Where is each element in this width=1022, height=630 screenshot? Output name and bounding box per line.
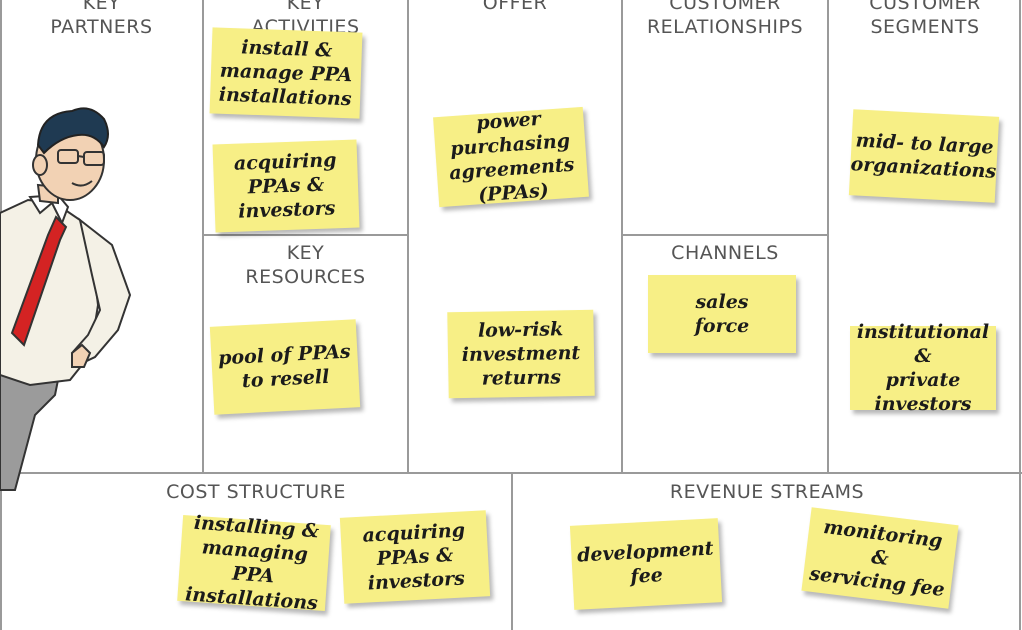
note-text: installing & managing PPA installations xyxy=(184,511,320,615)
sticky-note-sales-force[interactable]: sales force xyxy=(648,275,796,353)
sticky-note-power-purchasing[interactable]: power purchasing agreements (PPAs) xyxy=(433,106,589,208)
sticky-note-acquiring-ppas-cost[interactable]: acquiring PPAs & investors xyxy=(339,510,491,604)
block-title: CUSTOMER RELATIONSHIPS xyxy=(646,0,804,38)
note-text: sales force xyxy=(694,291,750,337)
block-title: CHANNELS xyxy=(671,242,779,264)
note-text: low-risk investment returns xyxy=(461,318,581,390)
cost-structure-block: COST STRUCTURE xyxy=(0,473,512,630)
note-text: power purchasing agreements (PPAs) xyxy=(448,107,576,207)
grid-line xyxy=(827,0,829,473)
grid-line xyxy=(407,0,409,473)
grid-line xyxy=(202,0,204,473)
note-text: acquiring PPAs & investors xyxy=(361,519,466,595)
hair xyxy=(36,107,109,155)
grid-line xyxy=(622,234,828,236)
note-text: monitoring & servicing fee xyxy=(808,515,946,602)
grid-line xyxy=(621,0,623,473)
revenue-streams-block: REVENUE STREAMS xyxy=(512,473,1022,630)
note-text: mid- to large organizations xyxy=(850,129,997,183)
offer-block: OFFER xyxy=(408,0,622,473)
sticky-note-acquiring-ppas[interactable]: acquiring PPAs & investors xyxy=(212,139,360,233)
sticky-note-low-risk[interactable]: low-risk investment returns xyxy=(447,309,595,399)
key-resources-block: KEY RESOURCES xyxy=(203,235,408,473)
sticky-note-monitoring-fee[interactable]: monitoring & servicing fee xyxy=(801,507,959,609)
block-title: CUSTOMER SEGMENTS xyxy=(869,0,981,38)
note-text: install & manage PPA installations xyxy=(218,36,353,111)
customer-segments-block: CUSTOMER SEGMENTS xyxy=(828,0,1022,473)
sticky-note-mid-large-orgs[interactable]: mid- to large organizations xyxy=(848,109,1000,203)
sticky-note-pool-ppas[interactable]: pool of PPAs to resell xyxy=(209,319,361,415)
block-title: REVENUE STREAMS xyxy=(669,481,865,503)
customer-relationships-block: CUSTOMER RELATIONSHIPS xyxy=(622,0,828,235)
hand xyxy=(71,343,92,368)
channels-block: CHANNELS xyxy=(622,235,828,473)
block-title: KEY PARTNERS xyxy=(50,0,153,38)
block-title: COST STRUCTURE xyxy=(166,481,346,503)
key-partners-block: KEY PARTNERS xyxy=(0,0,203,473)
sticky-note-institutional[interactable]: institutional & private investors xyxy=(850,321,996,415)
note-text: institutional & private investors xyxy=(856,321,990,415)
grid-line xyxy=(203,234,408,236)
tie xyxy=(10,215,68,347)
note-text: pool of PPAs to resell xyxy=(217,340,352,393)
sticky-note-install-manage[interactable]: install & manage PPA installations xyxy=(209,27,363,119)
sticky-note-development-fee[interactable]: development fee xyxy=(569,518,723,610)
block-title: KEY RESOURCES xyxy=(245,242,366,288)
note-text: development fee xyxy=(576,537,715,588)
grid-line xyxy=(511,473,513,630)
grid-line xyxy=(1019,0,1021,630)
note-text: acquiring PPAs & investors xyxy=(233,149,337,223)
block-title: OFFER xyxy=(482,0,548,14)
sticky-note-installing-managing[interactable]: installing & managing PPA installations xyxy=(177,512,331,615)
businessman-illustration xyxy=(0,107,132,491)
